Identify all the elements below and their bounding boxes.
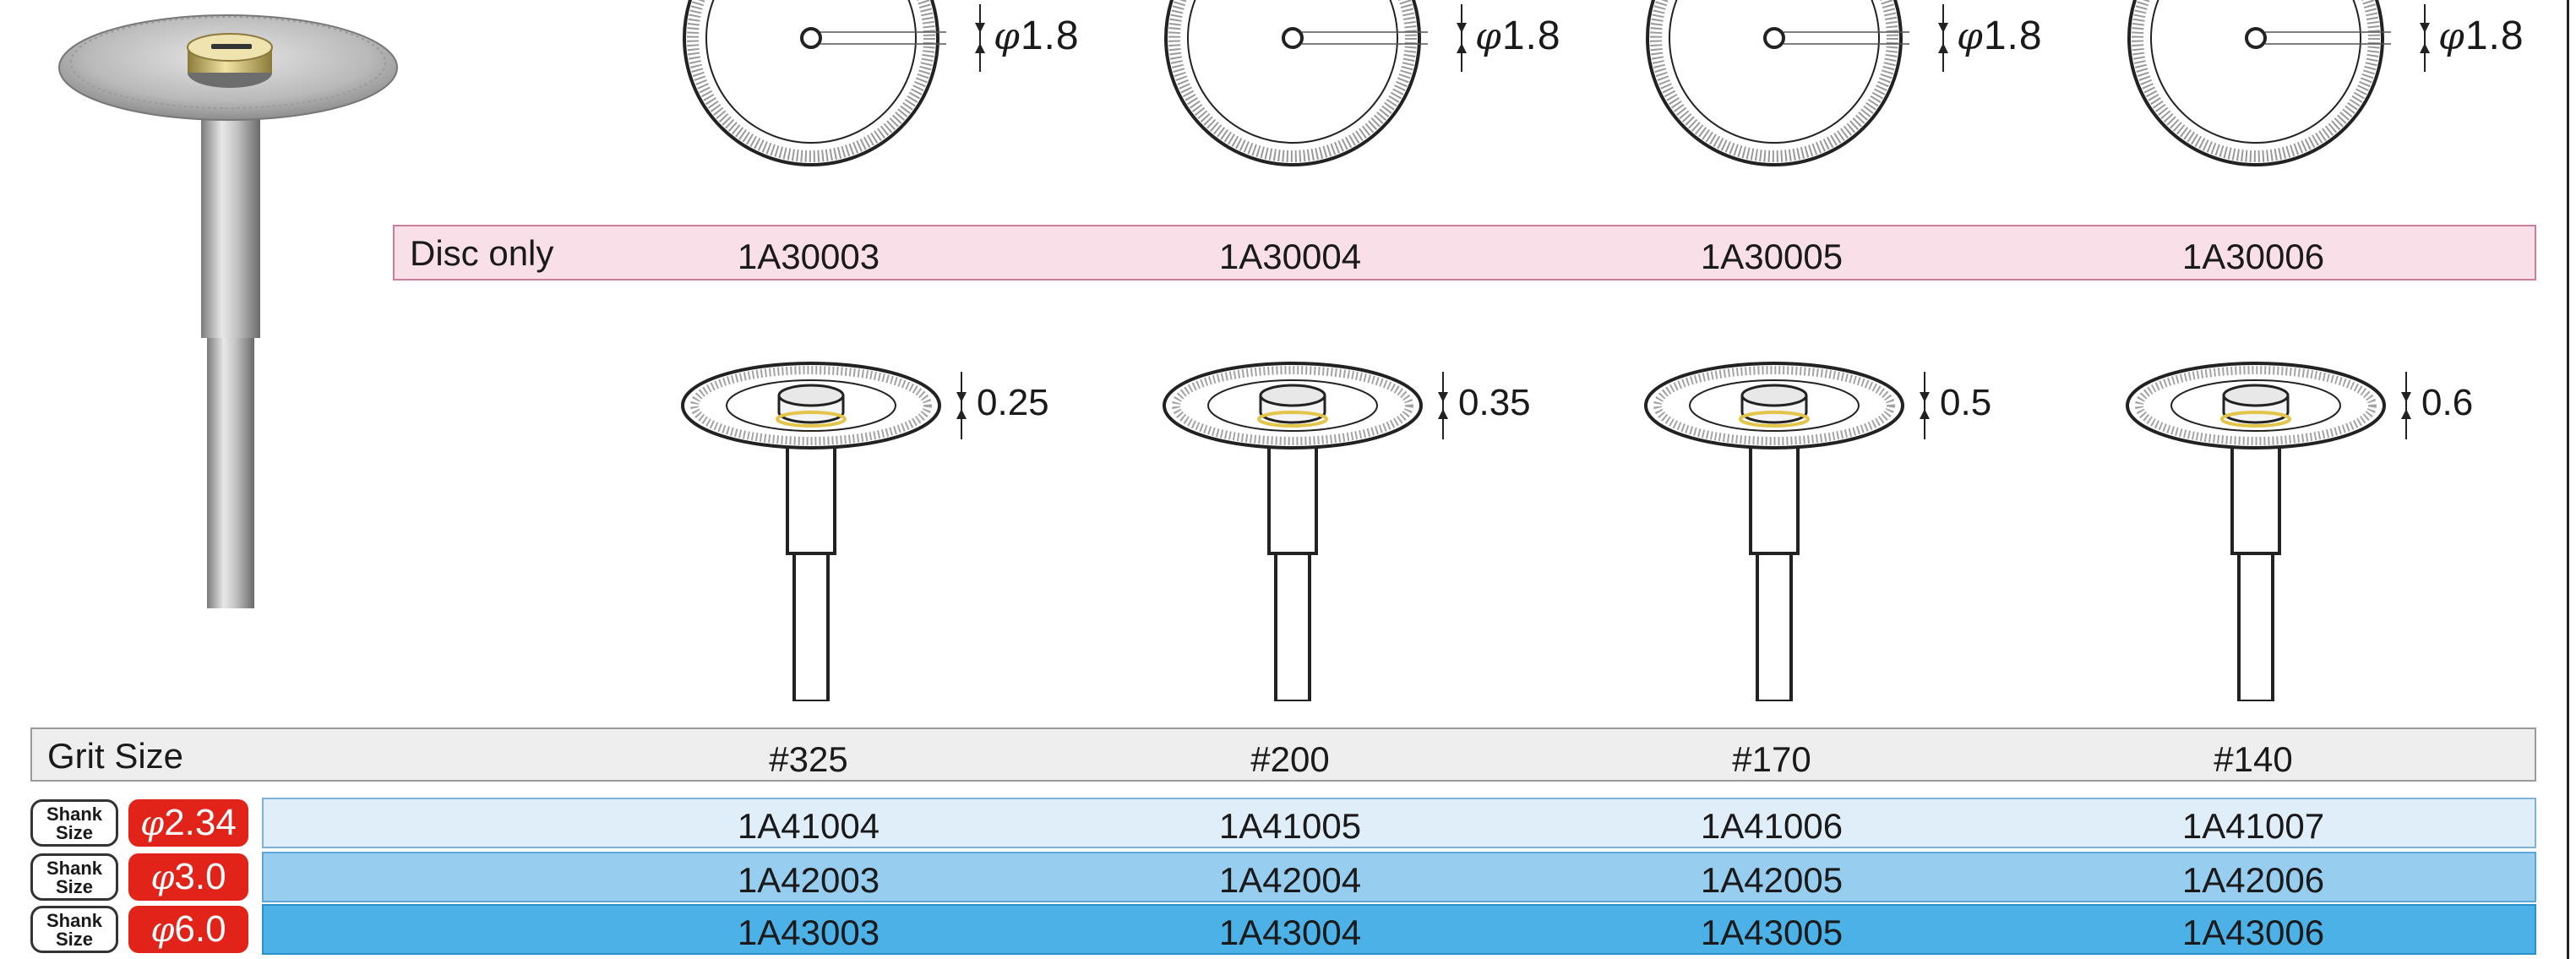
disc-drawing-3 (1646, 0, 1909, 166)
disc-drawing-4 (2127, 0, 2391, 166)
product-code: 1A43004 (1218, 913, 1362, 952)
product-code: 1A41005 (1218, 806, 1362, 846)
grit-value: #325 (769, 739, 848, 779)
disc-only-code: 1A30004 (1218, 237, 1362, 276)
product-code: 1A43006 (2181, 913, 2325, 952)
mounted-disc-drawing-1 (681, 362, 941, 701)
product-code: 1A41006 (1700, 806, 1844, 846)
dimension-arrow-icon (2420, 4, 2430, 72)
disc-only-code: 1A30006 (2181, 237, 2325, 276)
disc-drawing-1 (683, 0, 946, 166)
grit-value: #200 (1250, 739, 1330, 779)
dimension-arrow-icon (1938, 4, 1948, 72)
dimension-arrow-icon (1457, 4, 1467, 72)
mounted-disc-drawing-2 (1163, 362, 1423, 701)
disc-only-code: 1A30005 (1700, 237, 1844, 276)
diamond-disc-product-image (58, 14, 398, 608)
product-code: 1A42006 (2181, 860, 2325, 900)
product-code: 1A43005 (1700, 913, 1844, 952)
dimension-arrow-icon (1920, 372, 1930, 439)
grit-value: #170 (1732, 739, 1811, 779)
shank-row-1: 1A41004 1A41005 1A41006 1A41007 (262, 798, 2536, 848)
product-code: 1A43003 (737, 913, 880, 952)
product-code: 1A41004 (737, 806, 880, 846)
shank-row-2: 1A42003 1A42004 1A42005 1A42006 (262, 852, 2536, 902)
disc-drawing-2 (1164, 0, 1428, 166)
product-code: 1A41007 (2181, 806, 2325, 846)
dimension-arrow-icon (956, 372, 967, 439)
grit-size-row: Grit Size #325 #200 #170 #140 (30, 727, 2536, 782)
page-edge-line (2567, 0, 2569, 959)
shank-row-3: 1A43003 1A43004 1A43005 1A43006 (262, 904, 2536, 955)
grit-size-label: Grit Size (47, 736, 184, 776)
shank-size-value: φ2.34 (128, 799, 248, 847)
disc-only-code: 1A30003 (737, 237, 880, 276)
product-code: 1A42003 (737, 860, 880, 900)
shank-size-value: φ6.0 (128, 906, 248, 953)
disc-only-row: Disc only 1A30003 1A30004 1A30005 1A3000… (393, 225, 2536, 281)
product-code: 1A42004 (1218, 860, 1362, 900)
mounted-disc-drawing-3 (1644, 362, 1904, 701)
mounted-disc-drawing-4 (2126, 362, 2386, 701)
disc-only-label: Disc only (410, 233, 554, 273)
dimension-arrow-icon (2401, 372, 2411, 439)
product-code: 1A42005 (1700, 860, 1844, 900)
dimension-arrow-icon (1438, 372, 1448, 439)
shank-size-value: φ3.0 (128, 853, 248, 901)
grit-value: #140 (2214, 739, 2293, 779)
dimension-arrow-icon (975, 4, 985, 72)
